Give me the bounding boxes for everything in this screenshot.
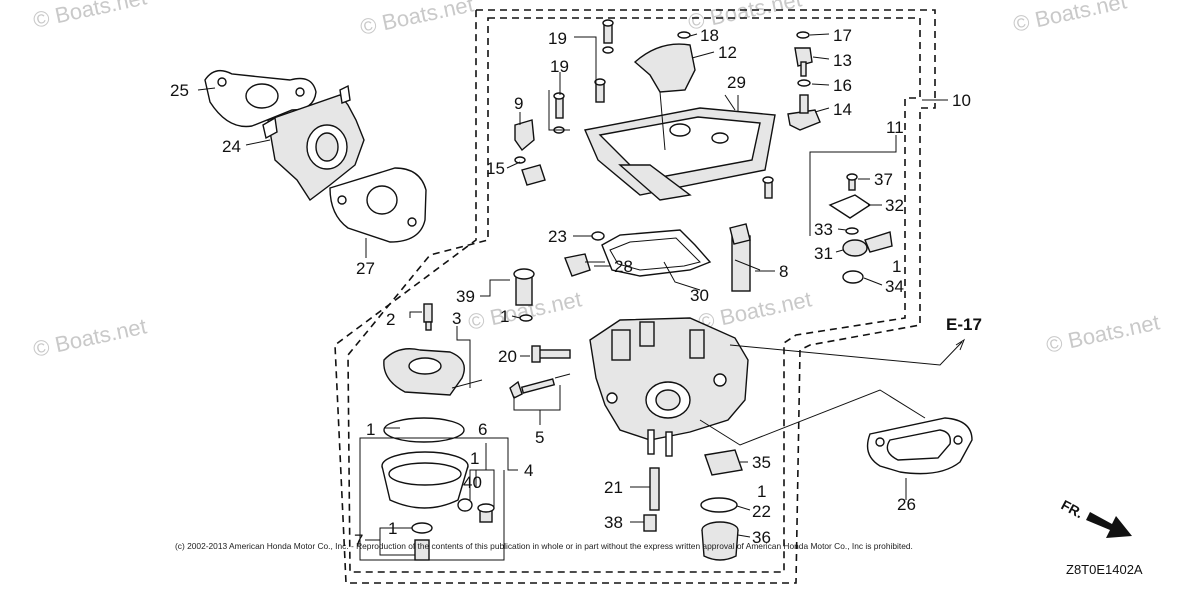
- callout-1-bottom: 1: [757, 482, 766, 501]
- carburetor-body: [589, 317, 749, 457]
- leader-lines: [197, 33, 948, 561]
- callout-3: 3: [452, 309, 461, 328]
- drain-7: [411, 522, 433, 561]
- callout-36: 36: [752, 528, 771, 547]
- callout-28: 28: [614, 257, 633, 276]
- callout-35: 35: [752, 453, 771, 472]
- watermark-4: © Boats.net: [1011, 0, 1129, 37]
- callout-1-bolt: 1: [470, 449, 479, 468]
- callout-33: 33: [814, 220, 833, 239]
- lever-12: [633, 43, 696, 151]
- callout-18: 18: [700, 26, 719, 45]
- jet-39: [513, 268, 535, 322]
- callout-12: 12: [718, 43, 737, 62]
- choke-parts: [787, 31, 821, 131]
- callout-1-right: 1: [892, 257, 901, 276]
- callout-38: 38: [604, 513, 623, 532]
- copyright-notice: (c) 2002-2013 American Honda Motor Co., …: [175, 541, 913, 551]
- callout-31: 31: [814, 244, 833, 263]
- boundary-10: [334, 9, 936, 584]
- callout-39: 39: [456, 287, 475, 306]
- callout-11: 11: [886, 118, 904, 137]
- chamber-cover: [584, 107, 776, 201]
- callout-15: 15: [486, 159, 505, 178]
- callout-8: 8: [779, 262, 788, 281]
- screw-20: [531, 345, 571, 363]
- callout-25: 25: [170, 81, 189, 100]
- gasket-26: [866, 417, 973, 475]
- callout-14: 14: [833, 100, 852, 119]
- screw-5: [509, 373, 571, 399]
- callout-7: 7: [354, 531, 363, 550]
- needle-2: [423, 303, 433, 331]
- diagram-code: Z8T0E1402A: [1066, 562, 1143, 577]
- watermark-1: © Boats.net: [31, 0, 149, 33]
- rod-29-leader: [724, 94, 736, 111]
- callout-2: 2: [386, 310, 395, 329]
- arrow-icon: [1086, 512, 1132, 538]
- callout-26: 26: [897, 495, 916, 514]
- gasket-27: [329, 167, 427, 243]
- insulator-24: [262, 84, 365, 202]
- front-direction-arrow: FR.: [1059, 497, 1132, 538]
- screw-19-set: [553, 19, 691, 134]
- callout-13: 13: [833, 51, 852, 70]
- callout-9: 9: [514, 94, 523, 113]
- watermark-5: © Boats.net: [31, 313, 149, 361]
- callout-1-jet: 1: [500, 307, 509, 326]
- callout-24: 24: [222, 137, 241, 156]
- callout-16: 16: [833, 76, 852, 95]
- watermark-2: © Boats.net: [358, 0, 476, 40]
- reference-lines: [699, 338, 966, 446]
- callout-10: 10: [952, 91, 971, 110]
- callouts: 25 24 27 19 19 18 12 17 13 16 14 10 29 9…: [170, 26, 971, 550]
- float-lever-28: [564, 253, 605, 277]
- lever-9: [514, 119, 546, 186]
- callout-17: 17: [833, 26, 852, 45]
- float-3: [383, 348, 483, 396]
- callout-40: 40: [463, 473, 482, 492]
- callout-34: 34: [885, 277, 904, 296]
- callout-29: 29: [727, 73, 746, 92]
- callout-20: 20: [498, 347, 517, 366]
- callout-1-bowl: 1: [366, 420, 375, 439]
- float-8: [729, 223, 761, 292]
- callout-5: 5: [535, 428, 544, 447]
- float-bowl: [381, 417, 495, 523]
- callout-37: 37: [874, 170, 893, 189]
- assembly-boundaries: [334, 9, 936, 584]
- callout-19b: 19: [550, 57, 569, 76]
- callout-4: 4: [524, 461, 533, 480]
- watermark-8: © Boats.net: [696, 286, 814, 334]
- callout-27: 27: [356, 259, 375, 278]
- callout-22: 22: [752, 502, 771, 521]
- callout-6: 6: [478, 420, 487, 439]
- bottom-parts: [643, 449, 743, 561]
- direction-label: FR.: [1059, 497, 1086, 522]
- cross-reference-e17[interactable]: E-17: [946, 315, 982, 334]
- gasket-25: [204, 69, 317, 128]
- callout-1-drain: 1: [388, 519, 397, 538]
- callout-21: 21: [604, 478, 623, 497]
- gasket-30: [601, 229, 712, 277]
- o-ring-23: [591, 231, 605, 241]
- watermark-6: © Boats.net: [1044, 309, 1162, 357]
- callout-30: 30: [690, 286, 709, 305]
- callout-23: 23: [548, 227, 567, 246]
- choke-valve-parts: [828, 173, 893, 284]
- callout-32: 32: [885, 196, 904, 215]
- callout-19a: 19: [548, 29, 567, 48]
- screw-right: [762, 176, 774, 199]
